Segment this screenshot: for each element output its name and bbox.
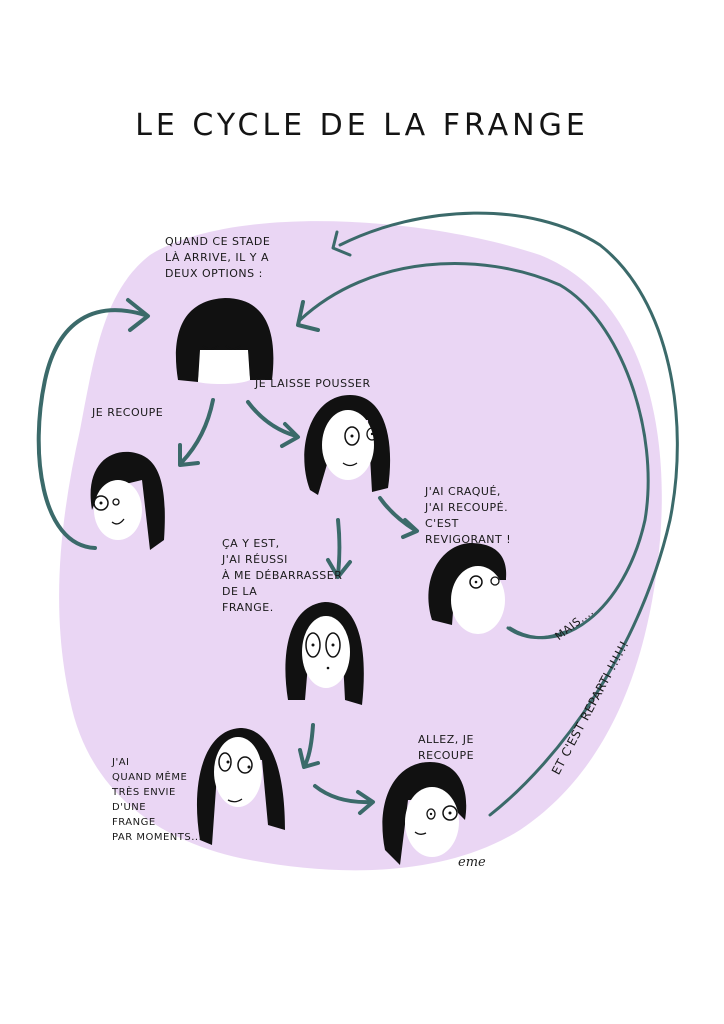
caption-wish: J'AI QUAND MÊME TRÈS ENVIE D'UNE FRANGE … [112, 757, 203, 843]
arrow-to-recut-icon [180, 398, 215, 464]
arrowhead-icon [298, 748, 320, 769]
face-recut-final [382, 762, 467, 865]
caption-success: ÇA Y EST, J'AI RÉUSSI À ME DÉBARRASSER D… [222, 537, 343, 614]
arrow-to-longing-icon [303, 723, 315, 767]
arrow-to-no-bangs-icon [336, 518, 342, 577]
caption-recut: JE RECOUPE [92, 406, 164, 419]
mais-curve-icon [506, 626, 567, 639]
arrowhead-icon [126, 298, 150, 332]
loop-arrow-left-icon [36, 308, 147, 550]
caption-recut-again: ALLEZ, JE RECOUPE [418, 733, 475, 762]
face-recut-short-bob [90, 451, 165, 550]
page-title: LE CYCLE DE LA FRANGE [135, 108, 589, 143]
arrow-to-grow-icon [246, 400, 298, 438]
arrowhead-icon [326, 558, 352, 579]
face-cracked-recut [428, 543, 507, 634]
caption-cracked: J'AI CRAQUÉ, J'AI RECOUPÉ. C'EST REVIGOR… [425, 485, 512, 546]
arrowhead-icon [356, 790, 375, 815]
caption-grow: JE LAISSE POUSSER [255, 377, 371, 390]
arrowhead-icon [296, 300, 320, 332]
arrowhead-icon [178, 443, 200, 467]
face-start-heavy-bangs [175, 298, 274, 385]
arrow-to-recut-final-icon [313, 784, 374, 805]
loop-arrow-outer-icon [338, 211, 679, 817]
artist-signature: eme [458, 855, 486, 870]
arrowhead-icon [401, 518, 419, 539]
arrowhead-icon [331, 230, 352, 257]
face-no-bangs [285, 602, 364, 705]
face-longing [196, 728, 285, 845]
arrowhead-icon [280, 422, 300, 448]
caption-intro: QUAND CE STADE LÀ ARRIVE, IL Y A DEUX OP… [165, 235, 271, 280]
loop-arrow-inner-icon [298, 261, 650, 640]
face-growing-out [304, 395, 391, 495]
